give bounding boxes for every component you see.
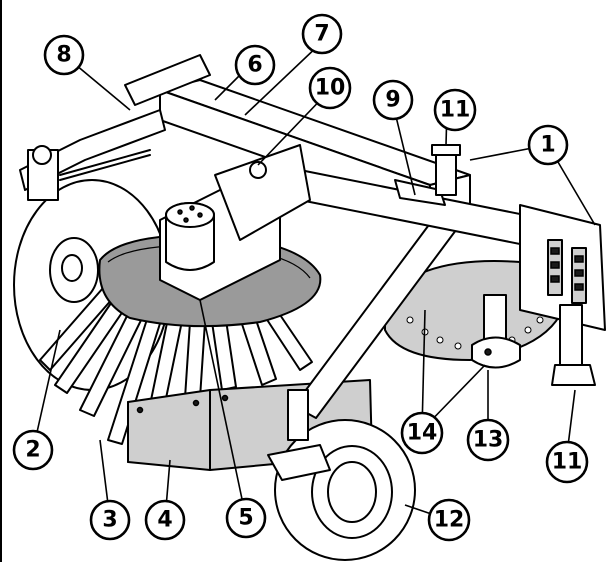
tines-3 xyxy=(39,279,313,445)
svg-text:10: 10 xyxy=(315,76,346,101)
svg-text:5: 5 xyxy=(238,506,253,531)
callout-4: 4 xyxy=(144,499,186,541)
hitch-8 xyxy=(19,54,211,201)
svg-text:11: 11 xyxy=(440,98,471,123)
adjuster-9 xyxy=(394,179,446,206)
callout-11-bottom: 11 xyxy=(545,440,589,484)
callout-3: 3 xyxy=(89,499,131,541)
callout-12: 12 xyxy=(427,498,471,542)
callout-7: 7 xyxy=(301,13,343,55)
cross-beam-1 xyxy=(299,169,606,331)
support-column-13 xyxy=(471,294,521,369)
svg-text:1: 1 xyxy=(540,133,555,158)
svg-text:9: 9 xyxy=(385,88,400,113)
callout-11-top: 11 xyxy=(433,88,477,132)
callout-10: 10 xyxy=(308,66,352,110)
svg-text:6: 6 xyxy=(247,53,262,78)
callout-2: 2 xyxy=(12,429,54,471)
svg-text:12: 12 xyxy=(434,508,465,533)
svg-text:4: 4 xyxy=(157,508,172,533)
callout-1: 1 xyxy=(527,124,569,166)
cam-plate-10 xyxy=(214,144,311,241)
svg-text:3: 3 xyxy=(102,508,117,533)
callout-5: 5 xyxy=(225,497,267,539)
svg-text:8: 8 xyxy=(56,43,71,68)
svg-text:13: 13 xyxy=(473,428,504,453)
rotor-basket-right xyxy=(384,260,565,361)
transport-wheel-12 xyxy=(267,389,416,561)
svg-text:11: 11 xyxy=(552,450,583,475)
callout-8: 8 xyxy=(43,34,85,76)
svg-text:14: 14 xyxy=(407,421,438,446)
callout-14: 14 xyxy=(400,411,444,455)
svg-text:2: 2 xyxy=(25,438,40,463)
callout-6: 6 xyxy=(234,44,276,86)
height-adjuster-11-top xyxy=(431,144,461,196)
svg-text:7: 7 xyxy=(314,22,329,47)
jack-stand-11 xyxy=(551,304,596,386)
callout-13: 13 xyxy=(466,418,510,462)
callout-9: 9 xyxy=(372,79,414,121)
